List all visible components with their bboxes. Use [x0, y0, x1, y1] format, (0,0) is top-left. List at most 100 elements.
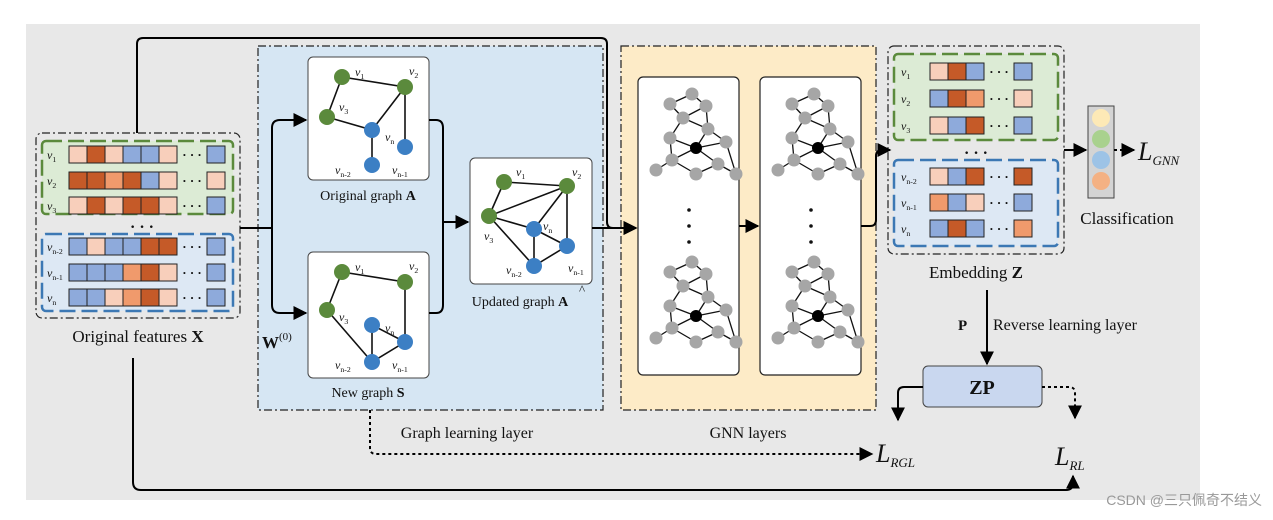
graph-edge	[371, 86, 406, 131]
node-label-subscript: 1	[52, 155, 56, 164]
gnn-node	[699, 267, 713, 281]
node-label-letter: v	[409, 259, 415, 273]
feature-row-vn2-cell	[104, 237, 124, 256]
feature-row-vn1-cell	[122, 263, 142, 282]
node-label-v1: v1	[47, 148, 56, 164]
node-label-vn2: vn-2	[901, 170, 917, 186]
gnn-node	[676, 111, 690, 125]
embedding-row-v2-ellipsis: · · ·	[989, 91, 1009, 106]
embedding-dots-separator: · · ·	[964, 145, 988, 162]
node-label-letter: v	[335, 358, 341, 372]
gnn-layer-2-vertical-dots	[809, 240, 813, 244]
embedding-row-vn2-tail-cell	[1013, 167, 1033, 186]
feature-row-v3-ellipsis: · · ·	[182, 198, 202, 213]
gnn-node	[833, 157, 847, 171]
node-label-letter: v	[47, 291, 53, 305]
gnn-layer-2-vertical-dots	[809, 208, 813, 212]
classification-label: Classification	[1080, 209, 1174, 228]
feature-row-v3-cell	[68, 196, 88, 215]
node-label-vn: vn	[47, 291, 56, 307]
node-label-letter: v	[484, 229, 490, 243]
gnn-node	[785, 265, 799, 279]
embedding-row-v2-tail-cell	[1013, 89, 1033, 108]
embedding-row-vn-cell	[929, 219, 949, 238]
node-vn2	[526, 258, 542, 274]
node-label-v2: v2	[47, 174, 56, 190]
gnn-node	[699, 99, 713, 113]
embedding-row-vn2-cell	[929, 167, 949, 186]
node-label-subscript: 2	[414, 266, 418, 275]
graph-edge	[326, 309, 373, 363]
gnn-layer-1-bottom-graph	[649, 255, 743, 349]
embedding-row-v3-cell	[929, 116, 949, 135]
original-features-label: Original features X	[72, 327, 204, 346]
node-label-letter: v	[385, 321, 391, 335]
feature-dots-separator: · · ·	[130, 219, 154, 236]
node-label-subscript: 3	[489, 236, 493, 245]
node-v3	[319, 109, 335, 125]
embedding-row-vn-tail-cell	[1013, 219, 1033, 238]
node-label-vn1: vn-1	[901, 196, 917, 212]
node-label-letter: v	[385, 130, 391, 144]
embedding-label: Embedding Z	[929, 263, 1023, 282]
node-label-letter: v	[901, 119, 907, 133]
node-label-vn2: vn-2	[47, 240, 63, 256]
gnn-node	[711, 325, 725, 339]
updated-graph-hat: ^	[579, 282, 585, 297]
node-v2	[397, 79, 413, 95]
feature-row-v1-cell	[122, 145, 142, 164]
feature-row-v3-cell	[122, 196, 142, 215]
node-label-subscript: n-1	[573, 268, 583, 277]
gnn-node	[811, 167, 825, 181]
gnn-node	[665, 321, 679, 335]
embedding-row-v2-cell	[947, 89, 967, 108]
class-orange-dot	[1092, 172, 1110, 190]
gnn-node	[798, 111, 812, 125]
node-label-vn1: vn-1	[392, 163, 408, 179]
loss-gnn: LGNN	[1137, 137, 1181, 168]
embedding-row-v3-tail-cell	[1013, 116, 1033, 135]
node-label-vn1: vn-1	[392, 358, 408, 374]
embedding-row-vn-cell	[947, 219, 967, 238]
gnn-center-node	[690, 310, 702, 322]
node-label-letter: v	[572, 165, 578, 179]
node-label-subscript: n	[906, 229, 910, 238]
feature-row-v3-cell	[86, 196, 106, 215]
node-label-subscript: n-2	[52, 247, 62, 256]
feature-row-v2-cell	[86, 171, 106, 190]
node-label-letter: v	[335, 163, 341, 177]
gnn-node	[663, 131, 677, 145]
original-graph-label: Original graph A	[320, 189, 417, 204]
gnn-node	[787, 153, 801, 167]
node-label-v3: v3	[484, 229, 493, 245]
node-label-subscript: n-2	[340, 170, 350, 179]
node-label-v3: v3	[901, 119, 910, 135]
embedding-row-v1-ellipsis: · · ·	[989, 64, 1009, 79]
node-v1	[334, 69, 350, 85]
p-label: P	[958, 318, 967, 334]
feature-row-vn1-cell	[68, 263, 88, 282]
node-label-subscript: 3	[344, 107, 348, 116]
gnn-node	[841, 135, 855, 149]
gnn-node	[676, 279, 690, 293]
node-label-v2: v2	[901, 92, 910, 108]
embedding-row-vn1-ellipsis: · · ·	[989, 195, 1009, 210]
gnn-node	[807, 255, 821, 269]
gnn-node	[851, 335, 865, 349]
node-label-subscript: 3	[906, 126, 910, 135]
embedding-row-vn-ellipsis: · · ·	[989, 221, 1009, 236]
gnn-center-node	[812, 142, 824, 154]
gnn-node	[663, 97, 677, 111]
gnn-node	[833, 325, 847, 339]
node-label-letter: v	[506, 263, 512, 277]
node-label-letter: v	[901, 222, 907, 236]
gnn-node	[823, 290, 837, 304]
feature-row-vn-tail-cell	[206, 288, 226, 307]
node-label-v3: v3	[339, 100, 348, 116]
embedding-row-v3-cell	[965, 116, 985, 135]
reverse-learning-layer-label: Reverse learning layer	[993, 317, 1138, 334]
node-label-subscript: 1	[906, 72, 910, 81]
